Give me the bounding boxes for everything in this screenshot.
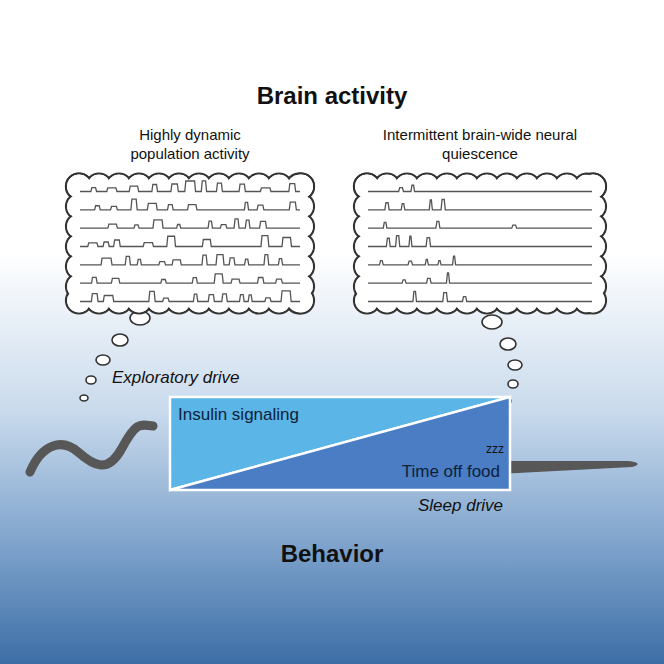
thought-bubble xyxy=(112,334,128,346)
drive-label: Exploratory drive xyxy=(112,368,240,388)
activity-trace xyxy=(368,185,592,191)
activity-trace xyxy=(80,181,300,192)
thought-bubble xyxy=(482,315,502,329)
activity-trace xyxy=(80,291,300,302)
activity-trace xyxy=(368,291,592,301)
activity-trace xyxy=(80,236,300,247)
activity-trace xyxy=(368,236,592,247)
activity-trace xyxy=(368,256,592,265)
thought-bubble xyxy=(508,380,518,388)
sleep-symbol: zzz xyxy=(486,442,504,456)
thought-cloud: Highly dynamic population activity xyxy=(66,126,314,314)
cloud-heading: Highly dynamic population activity xyxy=(105,126,275,164)
cloud-heading: Intermittent brain-wide neural quiescenc… xyxy=(380,126,580,164)
thought-bubble xyxy=(500,338,516,350)
title: Brain activity xyxy=(257,82,408,110)
band-label: Insulin signaling xyxy=(178,405,299,425)
thought-bubble xyxy=(86,376,96,384)
thought-bubble xyxy=(80,395,88,401)
activity-trace xyxy=(368,221,592,228)
thought-bubble xyxy=(508,360,522,370)
thought-bubble xyxy=(96,355,110,365)
thought-cloud: Intermittent brain-wide neural quiescenc… xyxy=(354,126,606,314)
activity-trace xyxy=(80,255,300,265)
worm-exploring xyxy=(30,425,153,472)
activity-trace xyxy=(80,274,300,283)
activity-trace xyxy=(368,273,592,283)
activity-trace xyxy=(80,219,300,228)
activity-trace xyxy=(368,200,592,210)
activity-trace xyxy=(80,199,300,210)
band-label: Time off food xyxy=(402,462,500,482)
section-heading: Behavior xyxy=(281,540,384,568)
drive-label: Sleep drive xyxy=(418,496,503,516)
